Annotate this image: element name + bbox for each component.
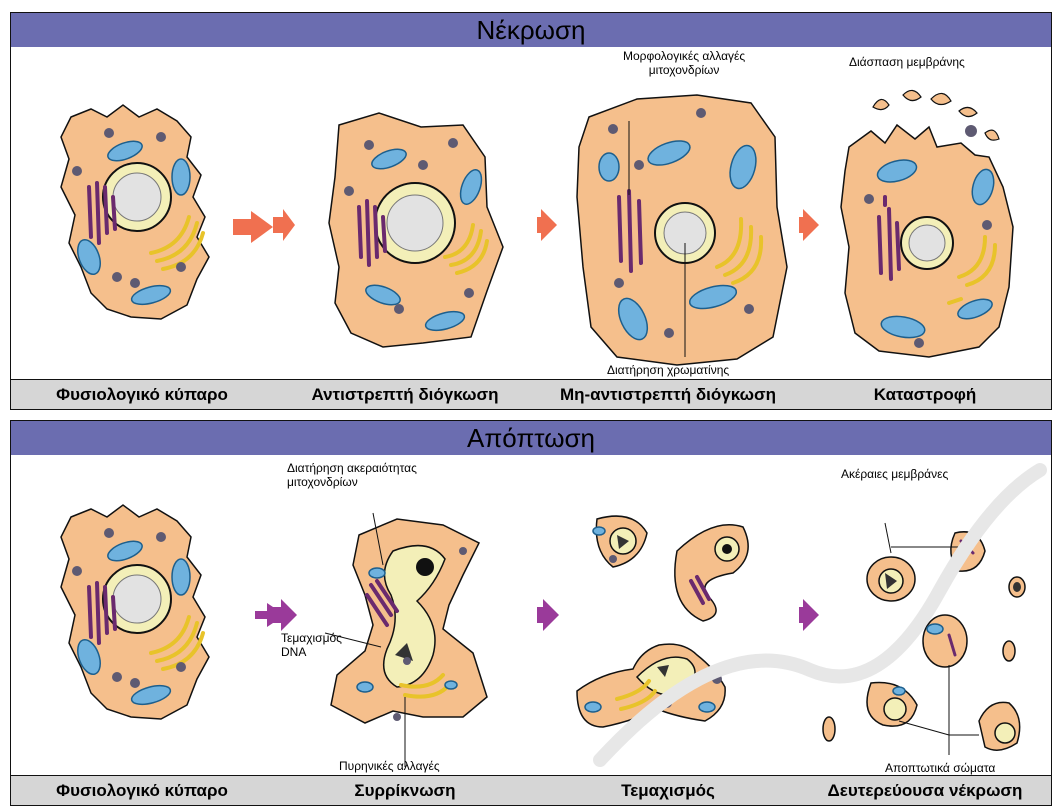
secondary-necrosis-illustration xyxy=(799,455,1051,776)
caption-irreversible-swelling: Μη-αντιστρεπτή διόγκωση xyxy=(537,379,800,409)
apoptosis-cell-secondary-necrosis: Ακέραιες μεμβράνες Αποπτωτικά σώματα xyxy=(799,455,1052,776)
apoptosis-cell-normal xyxy=(11,455,274,776)
nuclear-changes-label: Πυρηνικές αλλαγές xyxy=(339,759,440,773)
dna-frag-label: Τεμαχισμός DNA xyxy=(281,631,342,659)
necrosis-cell-destruction: Διάσπαση μεμβράνης xyxy=(799,47,1052,380)
mito-integrity-label: Διατήρηση ακεραιότητας μιτοχονδρίων xyxy=(287,461,417,489)
membrane-break-label: Διάσπαση μεμβράνης xyxy=(849,55,965,69)
mito-integrity-line-1: Διατήρηση ακεραιότητας xyxy=(287,461,417,475)
caption-reversible-swelling: Αντιστρεπτή διόγκωση xyxy=(273,379,538,409)
apoptosis-cell-shrinkage: Διατήρηση ακεραιότητας μιτοχονδρίων Τεμα… xyxy=(273,455,538,776)
fragmentation-illustration xyxy=(537,455,799,776)
necrosis-title: Νέκρωση xyxy=(11,13,1051,47)
mito-changes-label: Μορφολογικές αλλαγές μιτοχονδρίων xyxy=(623,49,745,77)
reversible-swelling-illustration xyxy=(273,47,537,380)
necrosis-cell-reversible xyxy=(273,47,538,380)
apoptosis-title: Απόπτωση xyxy=(11,421,1051,455)
necrosis-cell-irreversible: Μορφολογικές αλλαγές μιτοχονδρίων Διατήρ… xyxy=(537,47,800,380)
dna-frag-line-2: DNA xyxy=(281,645,342,659)
caption-shrinkage: Συρρίκνωση xyxy=(273,775,538,805)
irreversible-swelling-illustration xyxy=(537,47,799,380)
dna-frag-line-1: Τεμαχισμός xyxy=(281,631,342,645)
apoptosis-panel: Απόπτωση xyxy=(10,420,1052,806)
caption-normal-apoptosis: Φυσιολογικό κύπαρο xyxy=(11,775,274,805)
caption-destruction: Καταστροφή xyxy=(799,379,1051,409)
normal-cell-illustration-2 xyxy=(11,455,273,776)
caption-fragmentation: Τεμαχισμός xyxy=(537,775,800,805)
shrinkage-illustration xyxy=(273,455,537,776)
necrosis-cell-normal xyxy=(11,47,274,380)
mito-changes-line-1: Μορφολογικές αλλαγές xyxy=(623,49,745,63)
necrosis-arrow-1 xyxy=(11,47,273,380)
intact-membranes-label: Ακέραιες μεμβράνες xyxy=(841,467,948,481)
caption-secondary-necrosis: Δευτερεύουσα νέκρωση xyxy=(799,775,1051,805)
destruction-illustration xyxy=(799,47,1051,380)
apoptosis-cell-fragmentation xyxy=(537,455,800,776)
necrosis-panel: Νέκρωση xyxy=(10,12,1052,410)
chromatin-label: Διατήρηση χρωματίνης xyxy=(607,363,729,377)
caption-normal-necrosis: Φυσιολογικό κύπαρο xyxy=(11,379,274,409)
mito-integrity-line-2: μιτοχονδρίων xyxy=(287,475,417,489)
mito-changes-line-2: μιτοχονδρίων xyxy=(623,63,745,77)
apoptotic-bodies-label: Αποπτωτικά σώματα xyxy=(885,761,995,775)
